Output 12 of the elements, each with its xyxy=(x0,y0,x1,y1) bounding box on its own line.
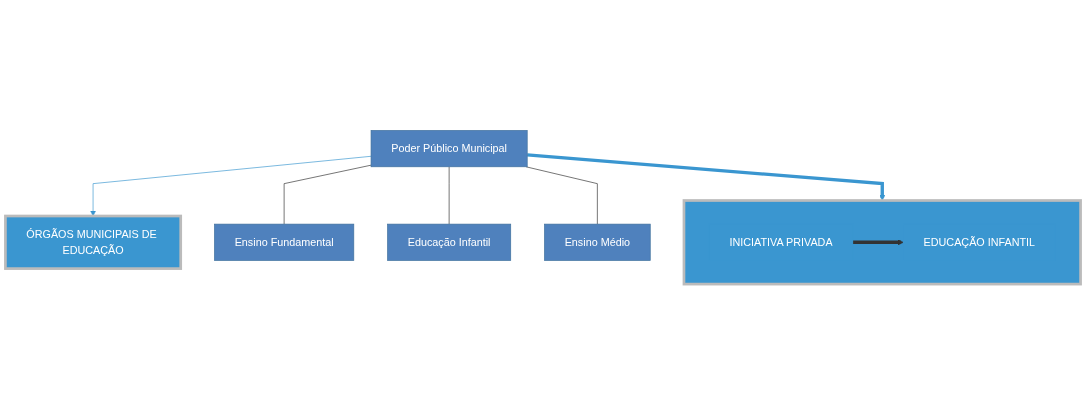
cluster xyxy=(682,198,1082,286)
node-box: Educação Infantil xyxy=(387,223,512,261)
connector xyxy=(525,166,598,225)
node-text: EDUCAÇÃO INFANTIL xyxy=(923,235,1036,248)
node-text: INICIATIVA PRIVADA xyxy=(729,235,833,248)
node-box: Ensino Fundamental xyxy=(214,223,355,261)
node-box: ÓRGÃOS MUNICIPAIS DE EDUCAÇÃO xyxy=(4,214,183,270)
arrow xyxy=(852,239,904,245)
node-box: Ensino Médio xyxy=(544,223,651,261)
connector xyxy=(283,164,372,225)
node-box: Poder Público Municipal xyxy=(370,129,528,167)
arrow xyxy=(527,153,886,201)
